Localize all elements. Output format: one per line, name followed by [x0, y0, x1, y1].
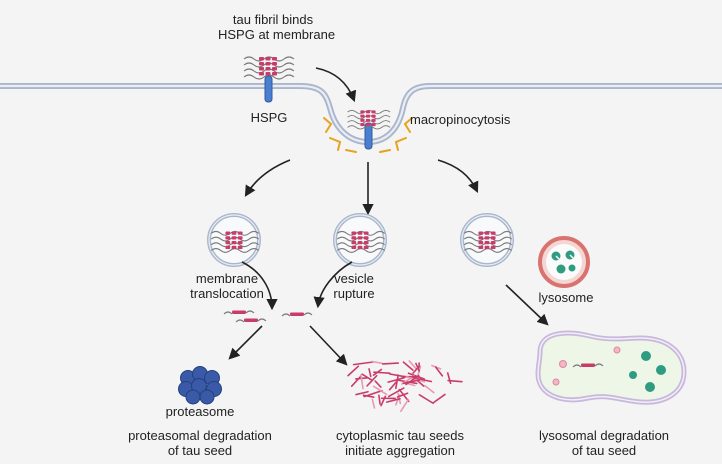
label-vesicle-rupture-line1: vesicle — [324, 271, 384, 286]
arrow-to-aggregation — [310, 326, 346, 364]
label-membrane-translocation-line2: translocation — [182, 286, 272, 301]
label-proteasome-text: proteasome — [160, 404, 240, 419]
label-outcome-proteasomal: proteasomal degradation of tau seed — [118, 428, 282, 458]
lysosome-icon — [540, 238, 588, 286]
label-outcome-cytoplasmic: cytoplasmic tau seeds initiate aggregati… — [326, 428, 474, 458]
vesicle-middle-icon — [335, 215, 385, 265]
label-outcome-proteasomal-line2: of tau seed — [118, 443, 282, 458]
label-outcome-proteasomal-line1: proteasomal degradation — [118, 428, 282, 443]
hspg-receptor-icon — [265, 76, 272, 102]
label-vesicle-rupture-line2: rupture — [324, 286, 384, 301]
arrow-to-proteasome — [230, 326, 262, 358]
label-outcome-cytoplasmic-line1: cytoplasmic tau seeds — [326, 428, 474, 443]
vesicle-left-icon — [209, 215, 259, 265]
vesicle-right-icon — [462, 215, 512, 265]
label-hspg-text: HSPG — [248, 110, 290, 125]
label-tau-binds: tau fibril binds HSPG at membrane — [218, 12, 328, 42]
label-tau-binds-line1: tau fibril binds — [218, 12, 328, 27]
label-vesicle-rupture: vesicle rupture — [324, 271, 384, 301]
label-outcome-lysosomal-line1: lysosomal degradation — [530, 428, 678, 443]
label-tau-binds-line2: HSPG at membrane — [218, 27, 328, 42]
label-lysosome: lysosome — [532, 290, 600, 305]
aggregate-icon — [348, 361, 462, 411]
label-outcome-lysosomal-line2: of tau seed — [530, 443, 678, 458]
tau-fragment-2-icon — [236, 319, 266, 323]
label-macropinocytosis-text: macropinocytosis — [410, 112, 510, 127]
label-outcome-cytoplasmic-line2: initiate aggregation — [326, 443, 474, 458]
label-macropinocytosis: macropinocytosis — [410, 112, 510, 127]
label-lysosome-text: lysosome — [532, 290, 600, 305]
proteasome-icon — [179, 367, 222, 405]
autolysosome-icon — [538, 333, 684, 402]
tau-fragment-3-icon — [282, 313, 312, 317]
label-proteasome: proteasome — [160, 404, 240, 419]
arrow-to-right-vesicle — [438, 160, 477, 191]
label-membrane-translocation-line1: membrane — [182, 271, 272, 286]
arrow-to-left-vesicle — [246, 160, 290, 195]
label-hspg: HSPG — [248, 110, 290, 125]
tau-fragment-1-icon — [224, 311, 254, 315]
label-membrane-translocation: membrane translocation — [182, 271, 272, 301]
label-outcome-lysosomal: lysosomal degradation of tau seed — [530, 428, 678, 458]
